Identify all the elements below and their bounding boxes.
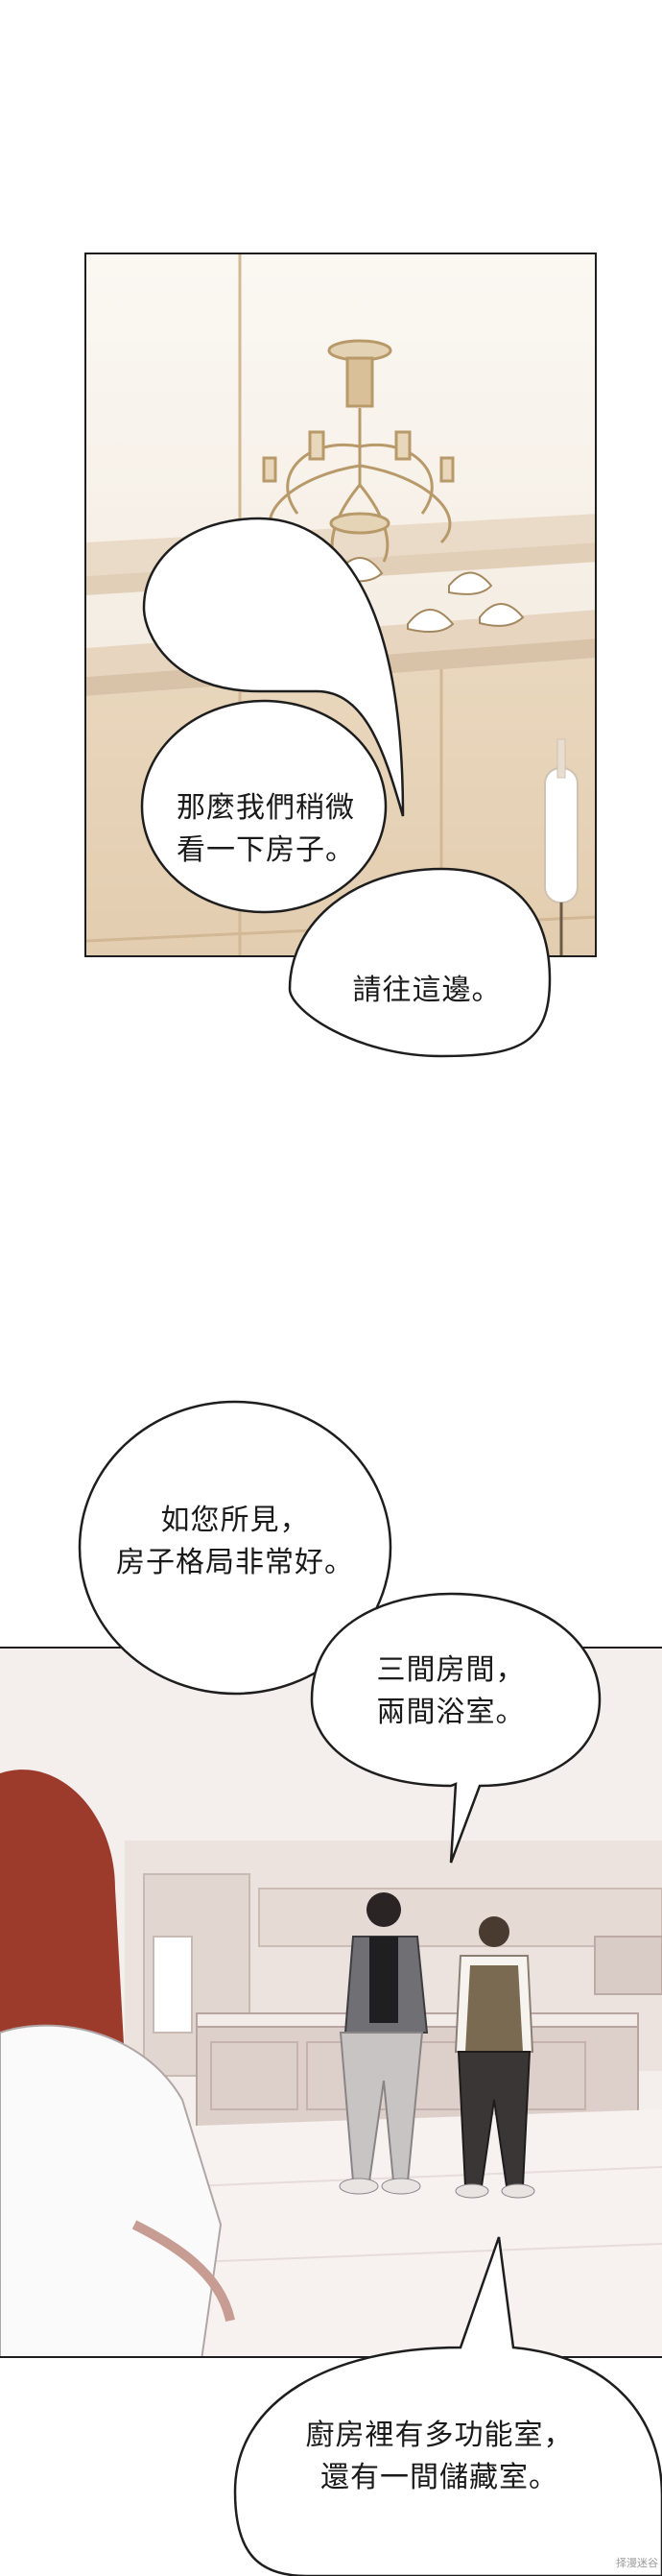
bubble-line: 三間房間， [376,1653,526,1687]
man-in-gray-jacket [339,1892,429,2195]
bubble-line: 那麼我們稍微 [177,791,355,825]
bubble-text-this-way: 請往這邊。 [326,970,528,1012]
comic-panel-kitchen [0,1647,662,2358]
man-in-vest [454,1916,535,2199]
bubble-line: 還有一間儲藏室。 [320,2461,558,2494]
bubble-line: 房子格局非常好。 [116,1546,354,1579]
bubble-text-let-us-see: 那麼我們稍微 看一下房子。 [161,787,370,872]
bubble-line: 廚房裡有多功能室， [305,2419,574,2452]
bubble-line: 看一下房子。 [177,833,355,867]
bubble-text-kitchen: 廚房裡有多功能室， 還有一間儲藏室。 [276,2415,603,2499]
watermark: 择漫迷谷 [616,2557,658,2569]
bubble-text-layout: 如您所見， 房子格局非常好。 [113,1500,357,1584]
red-haired-woman [0,1769,235,2356]
bubble-text-rooms: 三間房間， 兩間浴室。 [355,1649,547,1734]
kitchen-scene-illustration [0,1649,662,2356]
bubble-line: 如您所見， [160,1504,310,1537]
bubble-line: 兩間浴室。 [376,1696,526,1729]
bubble-line: 請往這邊。 [352,974,502,1007]
